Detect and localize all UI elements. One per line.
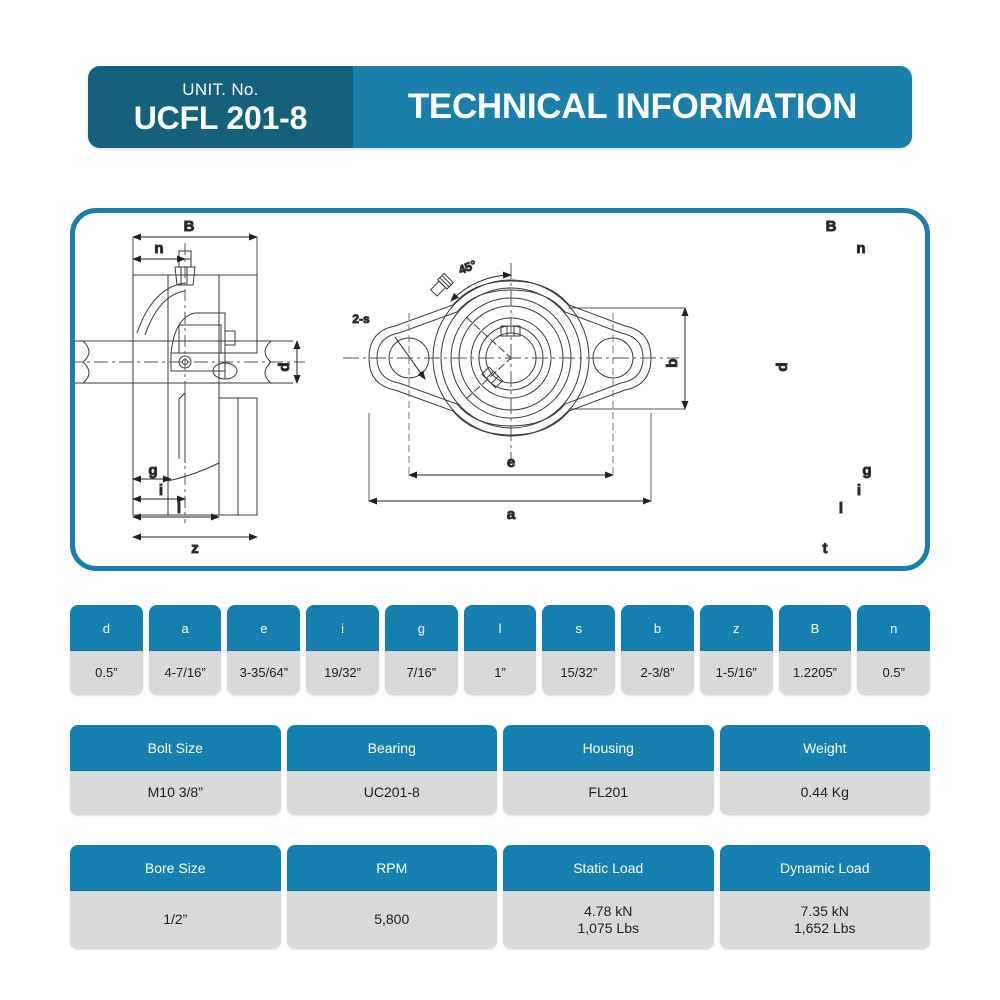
column-header: i	[306, 605, 379, 651]
dim-label-i-left: i	[159, 482, 163, 499]
dim-label-d-left: d	[276, 362, 293, 371]
column-header: Dynamic Load	[719, 845, 930, 891]
column-value: 4-7/16”	[148, 651, 222, 695]
column-header: d	[70, 605, 143, 651]
column-value: FL201	[503, 771, 714, 815]
dim-label-l-right: l	[839, 500, 843, 517]
dim-label-d-right: d	[774, 362, 791, 371]
dim-label-t-right: t	[823, 540, 828, 557]
column-header: Weight	[719, 725, 930, 771]
column-header: Static Load	[503, 845, 714, 891]
dim-label-b: b	[664, 358, 681, 367]
dim-label-B-left: B	[184, 218, 195, 235]
dim-label-g-left: g	[148, 462, 157, 479]
column-header: n	[857, 605, 931, 651]
column-value: 15/32”	[542, 651, 616, 695]
column-value: 5,800	[286, 891, 497, 949]
column-value: 0.5”	[857, 651, 931, 695]
title-panel: TECHNICAL INFORMATION	[353, 66, 912, 148]
column-value: M10 3/8”	[70, 771, 281, 815]
dim-label-l-left: l	[177, 500, 181, 517]
column-header: Bore Size	[70, 845, 281, 891]
column-value: 19/32”	[306, 651, 379, 695]
technical-drawings-svg: B n d g i l	[75, 218, 873, 558]
column-header: RPM	[286, 845, 497, 891]
column-value: 3-35/64”	[227, 651, 301, 695]
column-header: g	[384, 605, 458, 651]
column-value: 0.5”	[70, 651, 143, 695]
column-value: 0.44 Kg	[719, 771, 930, 815]
column-header: z	[699, 605, 773, 651]
column-header: Bearing	[286, 725, 497, 771]
column-value: 7/16”	[384, 651, 458, 695]
column-header: l	[463, 605, 537, 651]
column-value: 1-5/16”	[699, 651, 773, 695]
angle-label-45: 45°	[456, 257, 478, 277]
column-value: 1.2205”	[778, 651, 852, 695]
column-value: 1/2”	[70, 891, 281, 949]
dim-label-i-right: i	[857, 482, 861, 499]
column-header: e	[227, 605, 301, 651]
column-header: s	[542, 605, 616, 651]
dim-label-a: a	[507, 506, 516, 523]
bolt-hole-label-2s: 2-s	[352, 312, 370, 326]
left-side-view: B n d g i l	[75, 218, 305, 558]
header-banner: UNIT. No. UCFL 201-8 TECHNICAL INFORMATI…	[88, 66, 912, 148]
right-side-view-labels: B n d g i l t	[774, 218, 873, 558]
technical-drawing-panel: B n d g i l	[70, 208, 930, 571]
unit-no-value: UCFL 201-8	[133, 99, 308, 136]
column-value: 4.78 kN 1,075 Lbs	[503, 891, 714, 949]
column-value: 7.35 kN 1,652 Lbs	[719, 891, 930, 949]
column-header: Housing	[503, 725, 714, 771]
page-title: TECHNICAL INFORMATION	[407, 87, 858, 126]
dim-label-n-right: n	[856, 240, 865, 257]
column-header: Bolt Size	[70, 725, 281, 771]
column-value: 2-3/8”	[621, 651, 694, 695]
dim-label-z-left: z	[191, 540, 199, 557]
column-value: 1”	[463, 651, 537, 695]
unit-number-panel: UNIT. No. UCFL 201-8	[88, 66, 353, 148]
column-header: a	[148, 605, 222, 651]
center-front-view: 45° 2-s b e a	[343, 257, 689, 524]
column-value: UC201-8	[286, 771, 497, 815]
unit-no-label: UNIT. No.	[182, 79, 259, 99]
dim-label-g-right: g	[862, 462, 871, 479]
column-header: B	[778, 605, 852, 651]
dim-label-B-right: B	[826, 218, 837, 235]
dim-label-n-left: n	[154, 240, 163, 257]
dim-label-e: e	[507, 454, 515, 471]
column-header: b	[621, 605, 694, 651]
